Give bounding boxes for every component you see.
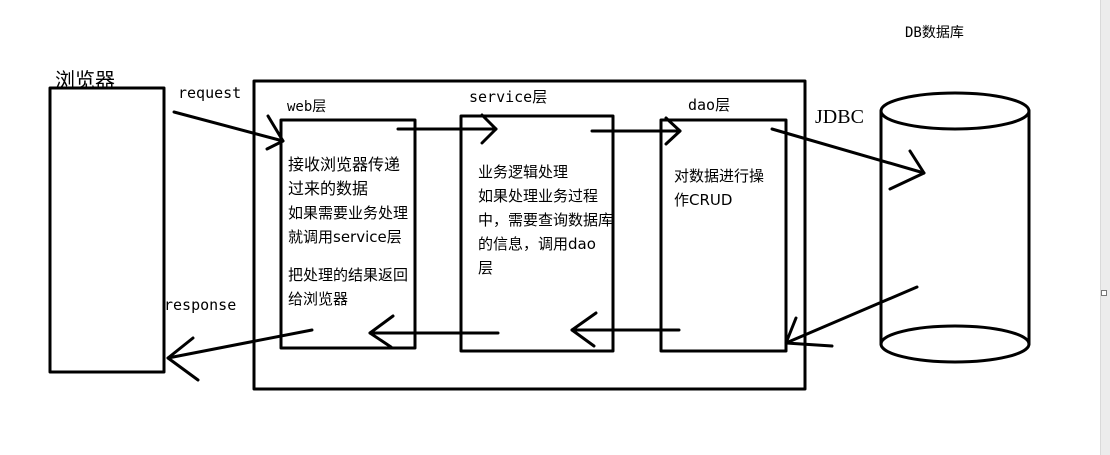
web-text-line: 接收浏览器传递 [288, 155, 401, 174]
browser-box [48, 86, 166, 374]
service-to-web-arrow [368, 314, 500, 349]
server-container [252, 79, 807, 391]
service-text-line: 层 [478, 259, 494, 277]
request-label: request [178, 84, 242, 102]
web-layer-text: 接收浏览器传递 过来的数据 如果需要业务处理 就调用service层 把处理的结… [288, 153, 408, 311]
dao-layer-text: 对数据进行操 作CRUD [674, 164, 764, 212]
dao-to-service-arrow [570, 311, 681, 348]
web-text-line: 给浏览器 [288, 290, 349, 308]
service-layer-box [459, 114, 615, 353]
dao-to-db-arrow [770, 127, 926, 191]
db-to-dao-arrow [784, 285, 919, 348]
web-text-line: 过来的数据 [288, 179, 369, 198]
web-layer-label: web层 [287, 99, 327, 115]
db-label: DB数据库 [905, 25, 964, 41]
response-label: response [164, 296, 237, 314]
response-arrow [166, 328, 314, 382]
web-to-service-arrow [396, 113, 498, 145]
web-layer-box [279, 118, 417, 350]
resize-handle[interactable] [1101, 290, 1107, 296]
dao-layer-label: dao层 [688, 96, 731, 114]
jdbc-label: JDBC [815, 106, 864, 128]
dao-text-line: 对数据进行操 [674, 167, 765, 185]
window-edge [1100, 0, 1110, 455]
web-text-line: 如果需要业务处理 [288, 204, 409, 222]
service-layer-text: 业务逻辑处理 如果处理业务过程 中，需要查询数据库 的信息，调用dao 层 [478, 160, 613, 280]
service-text-line: 如果处理业务过程 [478, 187, 599, 205]
service-layer-label: service层 [469, 88, 548, 106]
service-to-dao-arrow [590, 116, 682, 146]
browser-label: 浏览器 [55, 68, 115, 92]
dao-layer-box [659, 118, 788, 353]
service-text-line: 中，需要查询数据库 [478, 211, 614, 229]
dao-text-line: 作CRUD [674, 191, 733, 209]
web-text-line: 就调用service层 [288, 228, 402, 246]
web-text-line: 把处理的结果返回 [288, 266, 409, 284]
service-text-line: 的信息，调用dao [478, 235, 596, 253]
service-text-line: 业务逻辑处理 [478, 163, 569, 181]
request-arrow [172, 110, 285, 151]
database-cylinder [879, 91, 1031, 364]
